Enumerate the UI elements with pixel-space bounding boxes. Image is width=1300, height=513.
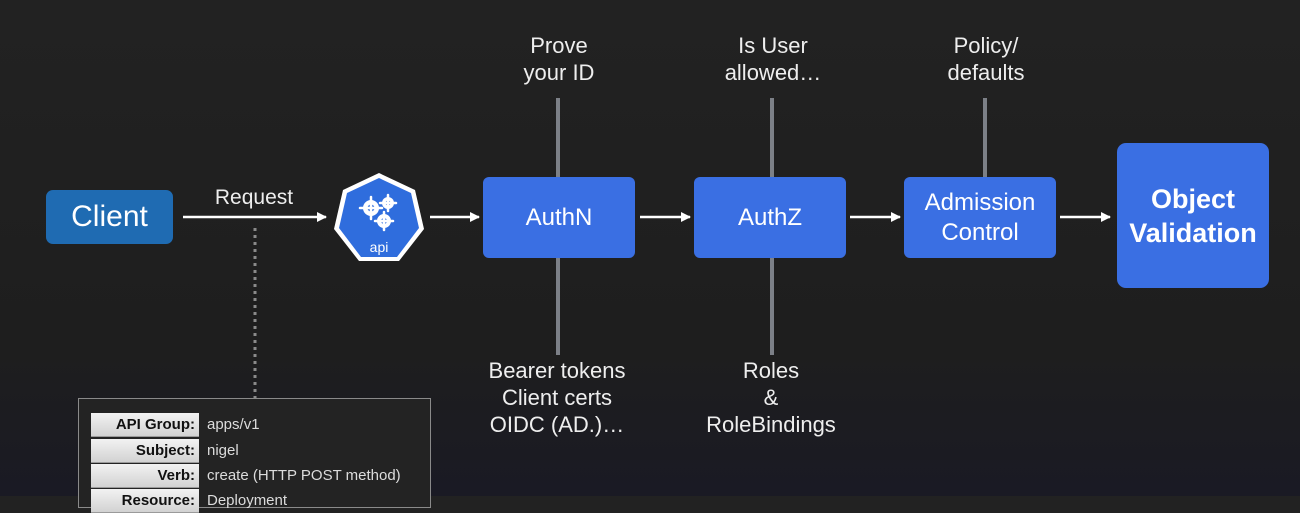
admission-label-line2: Control [941,218,1019,246]
admission-label-line1: Admission [924,188,1036,216]
table-key: API Group: [91,413,199,437]
request-detail-table: API Group: apps/v1 Subject: nigel Verb: … [78,398,431,513]
kubernetes-api-icon: api [334,173,424,261]
authn-box: AuthN [483,177,635,258]
authn-bottom-line2: Client certs [501,385,613,410]
table-row: Resource: Deployment [91,489,287,513]
request-label: Request [214,186,294,209]
api-badge-label: api [370,239,389,255]
authn-bottom-connector [556,258,560,355]
admission-control-box: Admission Control [904,177,1056,258]
authn-label: AuthN [525,203,593,231]
authz-label: AuthZ [737,203,803,231]
table-key: Subject: [91,439,199,463]
table-row: API Group: apps/v1 [91,413,260,437]
table-row: Verb: create (HTTP POST method) [91,464,401,488]
table-value: Deployment [207,492,288,509]
authz-bottom-line2: & [763,385,779,410]
authn-top-connector [556,98,560,177]
authz-bottom-line1: Roles [742,358,800,383]
authz-box: AuthZ [694,177,846,258]
object-validation-box: Object Validation [1117,143,1269,288]
object-validation-line2: Validation [1129,217,1257,248]
authn-bottom-line3: OIDC (AD.)… [489,412,625,437]
authn-bottom-line1: Bearer tokens [488,358,626,383]
authz-top-line2: allowed… [724,60,822,85]
table-row: Subject: nigel [91,439,239,463]
authz-top-line1: Is User [738,33,808,58]
authn-top-annotation: Prove your ID [478,32,640,86]
authn-top-line2: your ID [523,60,595,85]
table-key: Resource: [91,489,199,513]
authz-top-connector [770,98,774,177]
client-label: Client [71,200,148,233]
table-value: apps/v1 [207,416,260,433]
admission-top-annotation: Policy/ defaults [905,32,1067,86]
admission-top-connector [983,98,987,177]
authz-bottom-connector [770,258,774,355]
client-box: Client [46,190,173,244]
authz-bottom-annotation: Roles & RoleBindings [682,357,860,438]
flow-connectors [253,212,1111,398]
authn-top-line1: Prove [530,33,588,58]
authz-bottom-line3: RoleBindings [706,412,836,437]
authz-top-annotation: Is User allowed… [692,32,854,86]
admission-top-line1: Policy/ [953,33,1019,58]
table-value: create (HTTP POST method) [207,467,401,484]
authn-bottom-annotation: Bearer tokens Client certs OIDC (AD.)… [468,357,646,438]
table-key: Verb: [91,464,199,488]
admission-top-line2: defaults [947,60,1025,85]
object-validation-line1: Object [1150,183,1236,214]
table-value: nigel [207,442,239,459]
